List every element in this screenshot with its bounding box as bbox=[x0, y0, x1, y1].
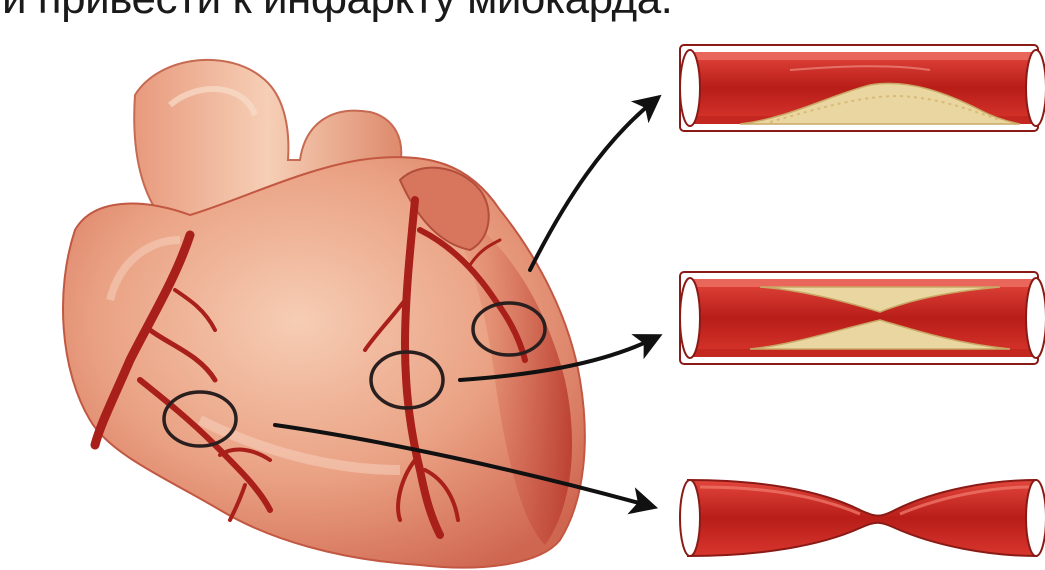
vessel-top bbox=[680, 45, 1045, 131]
heart-illustration bbox=[63, 60, 585, 568]
arrow-to-top-vessel bbox=[530, 100, 655, 270]
vessel-middle bbox=[680, 272, 1045, 364]
vessel-bottom bbox=[680, 475, 1045, 560]
